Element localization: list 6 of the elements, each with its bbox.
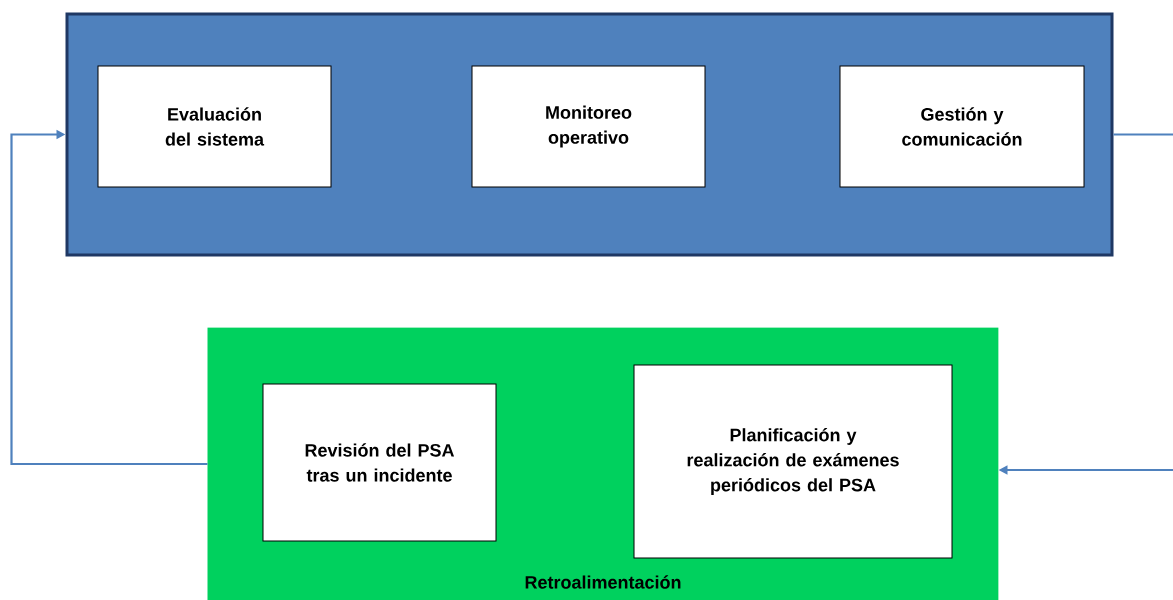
arrow: [10, 129, 208, 466]
text-box: Monitoreo operativo: [471, 65, 706, 188]
text-box: Revisión del PSA tras un incidente: [262, 383, 497, 542]
text-box: Gestión y comunicación: [839, 65, 1085, 188]
text-box: Evaluación del sistema: [97, 65, 332, 188]
text-box: Planificación y realización de exámenes periódicos del PSA: [633, 364, 953, 559]
